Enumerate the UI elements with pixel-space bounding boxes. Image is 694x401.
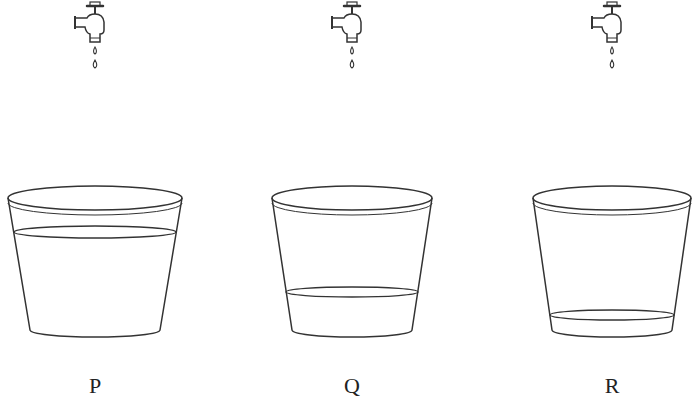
tap: [75, 2, 104, 68]
water-level: [550, 310, 674, 320]
bucket-label: R: [605, 373, 620, 399]
bucket-label: P: [89, 373, 101, 399]
bucket: [272, 2, 432, 337]
bucket: [8, 2, 182, 337]
water-level: [286, 287, 418, 297]
bucket-label: Q: [344, 373, 360, 399]
water-level: [14, 226, 176, 238]
bucket: [533, 2, 691, 337]
tap: [592, 2, 621, 68]
tap: [332, 2, 361, 68]
